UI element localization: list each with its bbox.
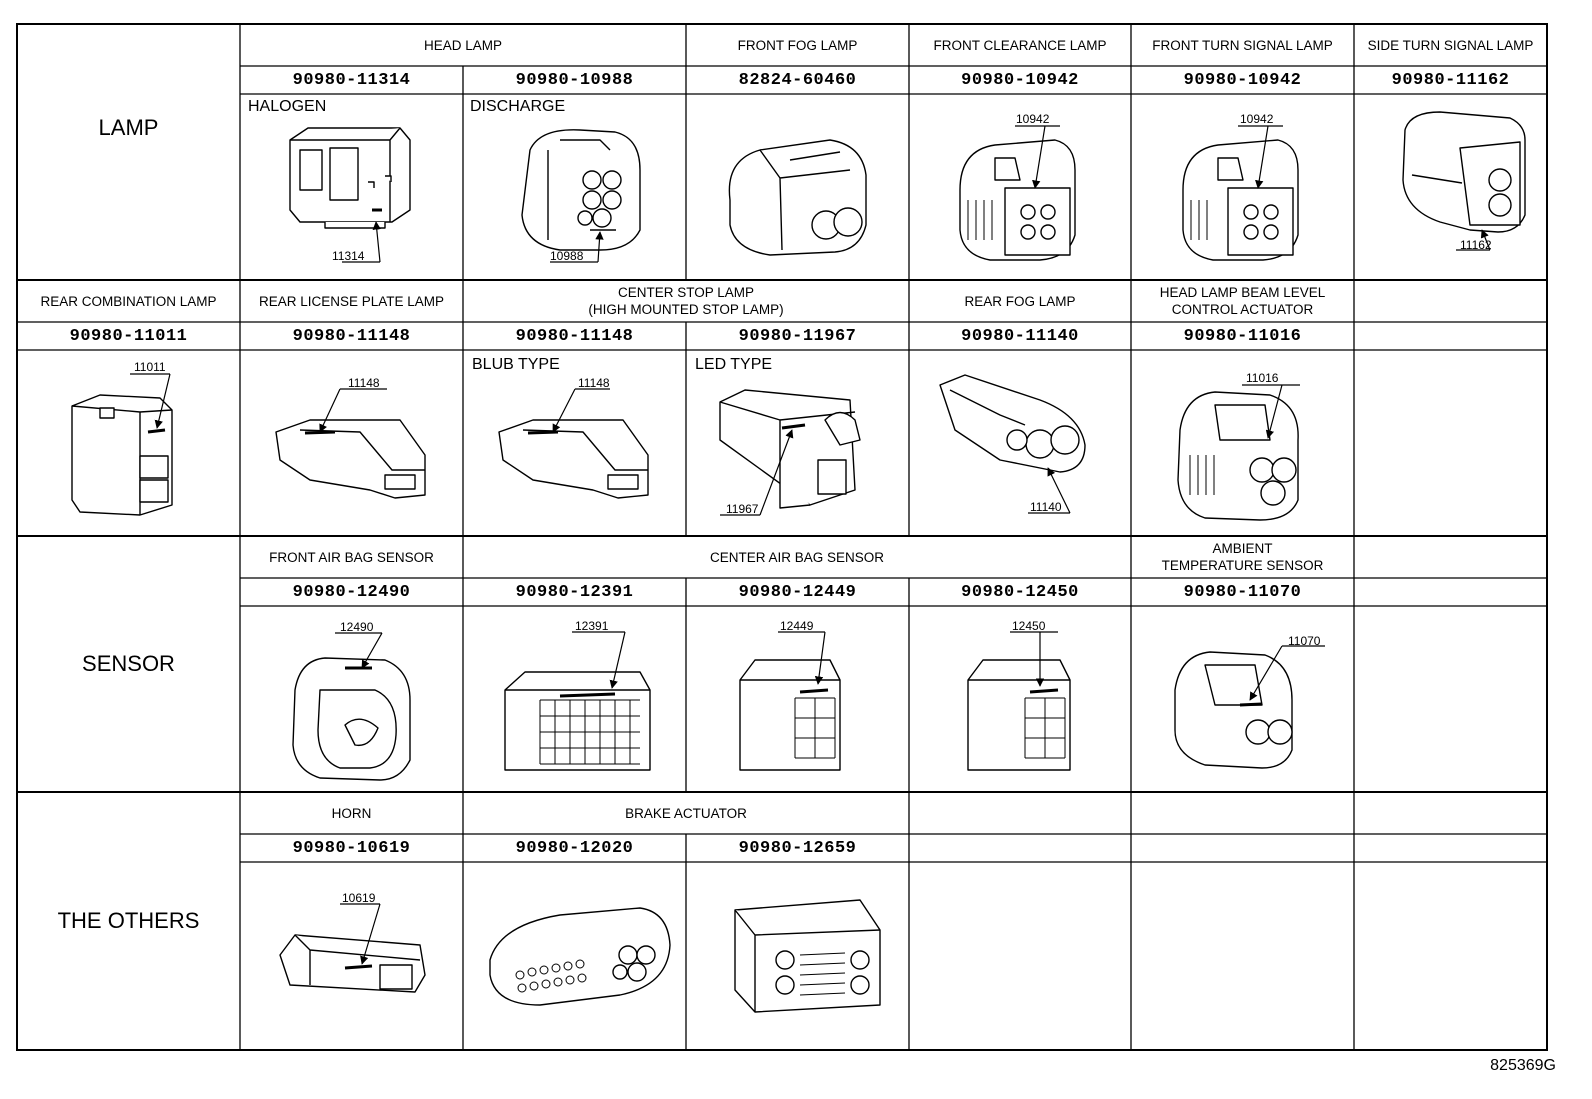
connector-10942a-drawing — [959, 139, 1076, 261]
connector-11314-drawing — [289, 127, 411, 229]
header-front-turn-signal-lamp: FRONT TURN SIGNAL LAMP — [1152, 37, 1333, 53]
part-number: 90980-12391 — [515, 582, 634, 602]
part-number: 90980-10942 — [961, 70, 1079, 90]
part-number: 90980-10942 — [1183, 70, 1302, 90]
connector-11011-drawing — [71, 394, 173, 516]
part-number: 90980-10619 — [292, 838, 411, 858]
callout-11162: 11162 — [1460, 238, 1492, 252]
connector-11967-drawing — [719, 389, 861, 509]
callout-11148: 11148 — [578, 376, 610, 390]
callout-10619: 10619 — [342, 891, 376, 905]
label-halogen: HALOGEN — [248, 98, 327, 115]
connector-12391-drawing — [504, 671, 651, 771]
connector-11148a-drawing — [275, 419, 426, 499]
part-number: 90980-12490 — [292, 582, 411, 602]
header-side-turn-signal-lamp: SIDE TURN SIGNAL LAMP — [1367, 37, 1534, 53]
header-head-lamp: HEAD LAMP — [423, 37, 503, 53]
part-number: 90980-11070 — [1183, 582, 1302, 602]
callout-11314: 11314 — [332, 249, 365, 263]
connector-12449-drawing — [739, 659, 841, 771]
part-number: 90980-11016 — [1183, 326, 1302, 346]
connector-12659-drawing — [734, 899, 881, 1013]
callout-12391: 12391 — [575, 619, 609, 633]
connector-11070-drawing — [1174, 651, 1293, 769]
header-front-clearance-lamp: FRONT CLEARANCE LAMP — [933, 37, 1107, 53]
connector-11016-drawing — [1177, 391, 1299, 521]
part-number: 90980-11314 — [292, 70, 411, 90]
part-number: 90980-11162 — [1391, 70, 1510, 90]
header-rear-combination-lamp: REAR COMBINATION LAMP — [40, 293, 217, 309]
callout-10942: 10942 — [1016, 112, 1050, 126]
header-center-air-bag-sensor: CENTER AIR BAG SENSOR — [709, 549, 885, 565]
header-head-lamp-beam-level: HEAD LAMP BEAM LEVEL CONTROL ACTUATOR — [1159, 285, 1326, 317]
callout-12490: 12490 — [340, 620, 374, 634]
connector-11162-drawing — [1402, 111, 1526, 233]
part-number: 90980-11148 — [292, 326, 411, 346]
diagram-code: 825369G — [1490, 1057, 1556, 1074]
callout-11016: 11016 — [1246, 371, 1279, 385]
part-number: 90980-12449 — [738, 582, 857, 602]
header-front-air-bag-sensor: FRONT AIR BAG SENSOR — [269, 549, 434, 565]
callout-11148: 11148 — [348, 376, 380, 390]
category-sensor: SENSOR — [82, 651, 175, 676]
category-lamp: LAMP — [98, 115, 159, 140]
part-number: 82824-60460 — [738, 70, 857, 90]
category-others: THE OTHERS — [57, 908, 200, 933]
header-front-fog-lamp: FRONT FOG LAMP — [737, 37, 858, 53]
connector-11140-drawing — [939, 374, 1086, 473]
connector-10988-drawing — [521, 129, 641, 251]
header-brake-actuator: BRAKE ACTUATOR — [625, 805, 747, 821]
part-number: 90980-11148 — [515, 326, 634, 346]
callout-11140: 11140 — [1030, 500, 1062, 514]
callout-10988: 10988 — [550, 249, 584, 263]
label-blub-type: BLUB TYPE — [472, 356, 560, 373]
label-led-type: LED TYPE — [695, 356, 773, 373]
part-number: 90980-10988 — [515, 70, 634, 90]
callout-10942: 10942 — [1240, 112, 1274, 126]
header-rear-license-plate-lamp: REAR LICENSE PLATE LAMP — [258, 293, 445, 309]
connector-12490-drawing — [292, 657, 411, 781]
callout-11967: 11967 — [726, 502, 759, 516]
callout-12450: 12450 — [1012, 619, 1046, 633]
connector-10942b-drawing — [1182, 139, 1299, 261]
callout-12449: 12449 — [780, 619, 814, 633]
header-rear-fog-lamp: REAR FOG LAMP — [964, 293, 1076, 309]
connector-10619-drawing — [279, 934, 426, 993]
part-number: 90980-12659 — [738, 838, 857, 858]
header-center-stop-lamp: CENTER STOP LAMP (HIGH MOUNTED STOP LAMP… — [588, 285, 784, 317]
connector-12020-drawing — [489, 907, 671, 1006]
label-discharge: DISCHARGE — [470, 98, 566, 115]
part-number: 90980-11140 — [961, 326, 1079, 346]
header-horn: HORN — [331, 805, 372, 821]
part-number: 90980-12020 — [515, 838, 634, 858]
part-number: 90980-11967 — [738, 326, 857, 346]
connector-12450-drawing — [967, 659, 1071, 771]
callout-11011: 11011 — [134, 360, 166, 374]
callout-11070: 11070 — [1288, 634, 1321, 648]
part-number: 90980-11011 — [69, 326, 188, 346]
header-ambient-temperature-sensor: AMBIENT TEMPERATURE SENSOR — [1161, 541, 1324, 573]
part-number: 90980-12450 — [961, 582, 1079, 602]
connector-60460-drawing — [728, 139, 867, 256]
connector-11148b-drawing — [498, 419, 649, 499]
